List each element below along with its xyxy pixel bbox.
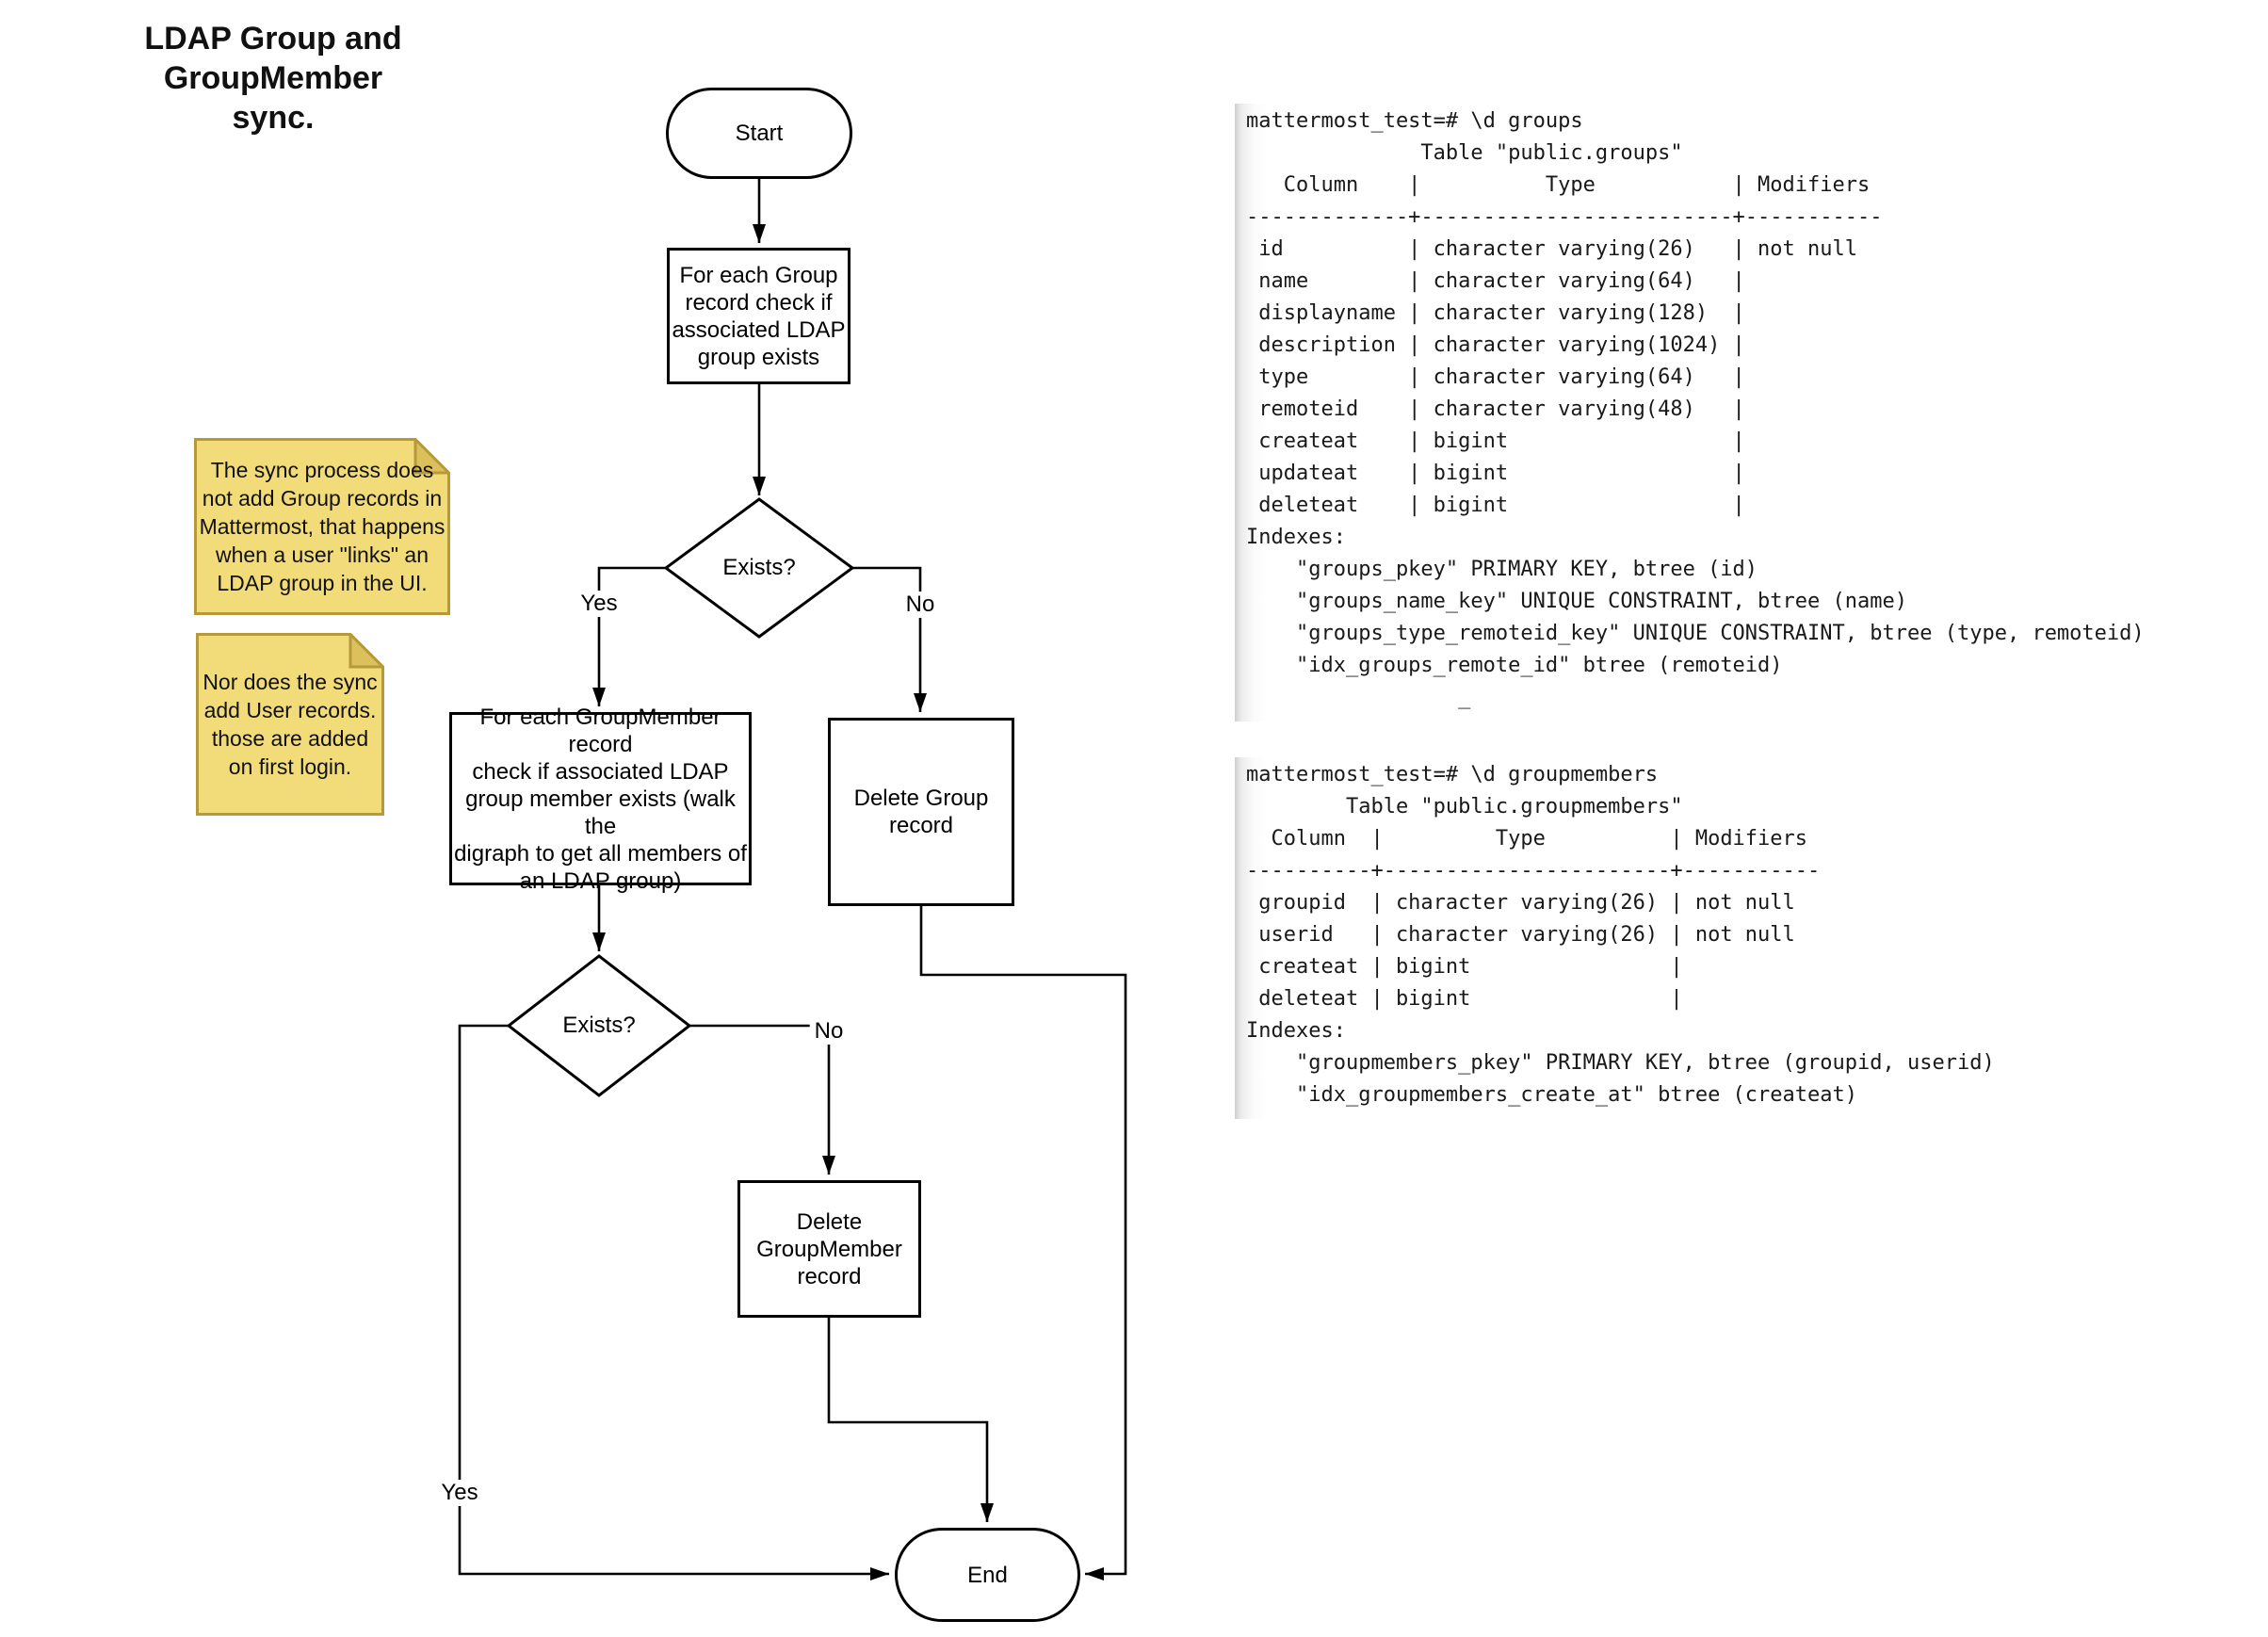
psql-output-groupmembers: mattermost_test=# \d groupmembers Table … bbox=[1235, 757, 2019, 1119]
folded-corner-icon bbox=[413, 435, 453, 475]
psql-output-groupmembers-text: mattermost_test=# \d groupmembers Table … bbox=[1246, 763, 1995, 1107]
edge-label-no2: No bbox=[809, 1018, 849, 1045]
edge-exists2-yes bbox=[458, 1024, 889, 1580]
node-delete-groupmember: Delete GroupMember record bbox=[737, 1180, 921, 1318]
node-delete-group: Delete Group record bbox=[828, 718, 1014, 906]
node-end: End bbox=[895, 1528, 1080, 1622]
sticky-note-text: The sync process does not add Group reco… bbox=[199, 458, 446, 595]
decision-exists1-shape bbox=[663, 497, 855, 639]
node-check-group: For each Group record check if associate… bbox=[667, 248, 850, 384]
edge-exists1-yes bbox=[592, 566, 666, 706]
sticky-note-user-records: Nor does the sync add User records. thos… bbox=[196, 630, 387, 820]
psql-output-groups-text: mattermost_test=# \d groups Table "publi… bbox=[1246, 109, 2145, 709]
page-title: LDAP Group and GroupMember sync. bbox=[144, 21, 402, 136]
edge-exists1-no bbox=[852, 566, 927, 712]
edge-deletegroup-to-end bbox=[919, 906, 1127, 1580]
decision-exists2-shape bbox=[506, 954, 692, 1097]
decision-exists1-label: Exists? bbox=[722, 555, 796, 580]
folded-corner-icon bbox=[348, 630, 387, 669]
edge-label-yes2: Yes bbox=[436, 1480, 483, 1506]
edge-exists2-no bbox=[689, 1024, 835, 1175]
psql-output-groups: mattermost_test=# \d groups Table "publi… bbox=[1235, 104, 2169, 721]
sticky-note-group-records: The sync process does not add Group reco… bbox=[194, 435, 453, 620]
node-start: Start bbox=[666, 88, 852, 179]
edge-label-yes1: Yes bbox=[575, 591, 623, 617]
node-check-groupmember: For each GroupMember record check if ass… bbox=[449, 705, 752, 894]
edge-deletegroupmember-to-end bbox=[827, 1318, 994, 1522]
sticky-note-shape bbox=[194, 435, 453, 615]
sticky-note-text: Nor does the sync add User records. thos… bbox=[202, 670, 378, 779]
sticky-note-shape bbox=[196, 630, 387, 816]
decision-exists2-label: Exists? bbox=[562, 1013, 636, 1038]
edge-label-no1: No bbox=[900, 592, 940, 618]
